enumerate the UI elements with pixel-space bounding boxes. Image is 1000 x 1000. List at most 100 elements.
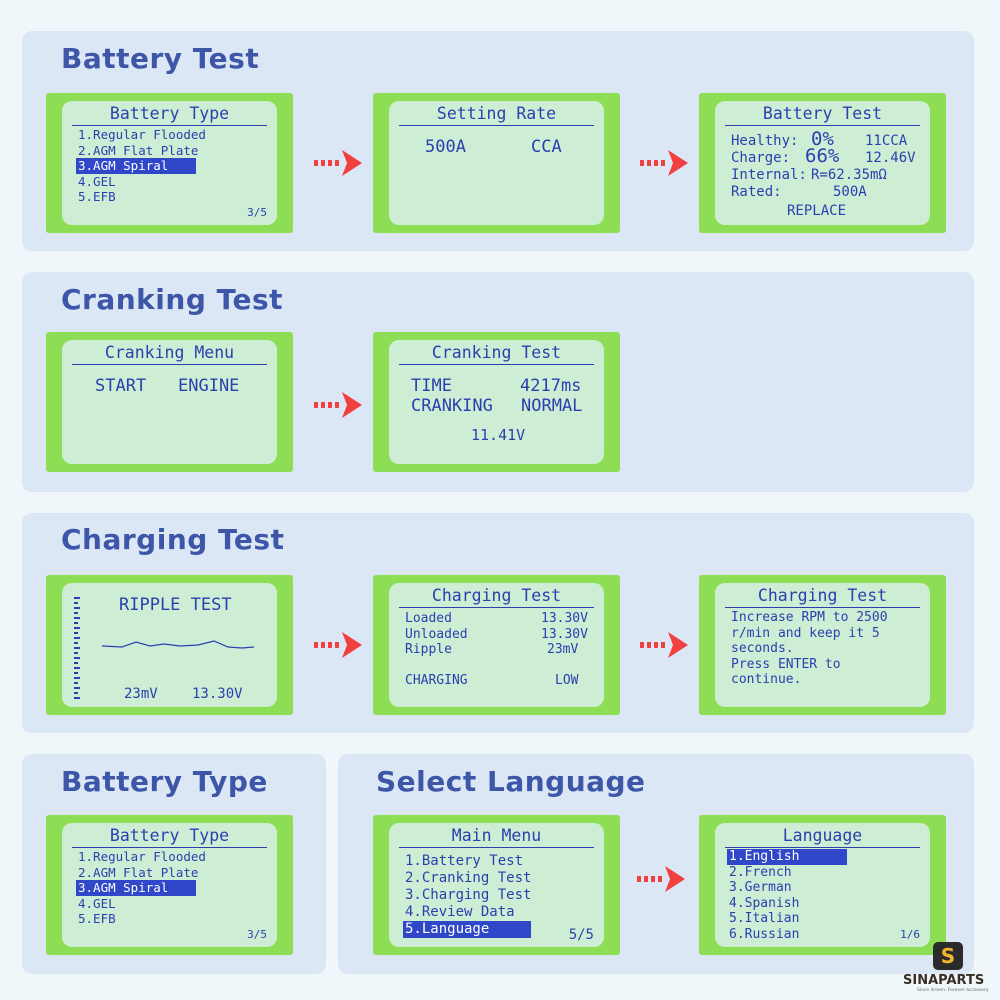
instruction-line: Increase RPM to 2500 <box>731 610 888 625</box>
language-item-english[interactable]: 1.English <box>727 849 847 865</box>
cranking-test-heading: Cranking Test <box>61 283 284 316</box>
battery-type-heading: Battery Type <box>61 765 268 798</box>
setting-rate-screen: Setting Rate 500A CCA <box>373 93 620 233</box>
healthy-value: 0% <box>811 128 834 150</box>
page-indicator: 3/5 <box>247 206 267 219</box>
instruction-line: seconds. <box>731 641 794 656</box>
menu-item-battery-test[interactable]: 1.Battery Test <box>405 853 524 869</box>
screen-title: Battery Type <box>72 104 267 126</box>
rated-value: 500A <box>833 184 867 200</box>
charge-label: Charge: <box>731 150 791 166</box>
ripple-value: 23mV <box>547 642 579 657</box>
screen-title: Battery Type <box>72 826 267 848</box>
language-item-russian[interactable]: 6.Russian <box>729 926 800 942</box>
cranking-voltage: 11.41V <box>471 426 526 444</box>
ripple-waveform <box>102 640 254 649</box>
screen-title: Main Menu <box>399 826 594 848</box>
instruction-line: continue. <box>731 672 802 687</box>
arrow-right-icon <box>637 866 685 892</box>
ripple-test-title: RIPPLE TEST <box>119 595 232 615</box>
select-language-heading: Select Language <box>376 765 646 798</box>
ripple-scale-icon <box>74 597 80 699</box>
start-option[interactable]: START <box>95 376 147 396</box>
screen-title: Cranking Test <box>399 343 594 365</box>
charge-value: 66% <box>805 145 840 167</box>
main-menu-list: 1.Battery Test 2.Cranking Test 3.Chargin… <box>403 853 531 938</box>
instruction-text: Increase RPM to 2500 r/min and keep it 5… <box>731 610 888 688</box>
internal-label: Internal: <box>731 167 807 183</box>
healthy-label: Healthy: <box>731 133 799 149</box>
page-indicator: 5/5 <box>568 927 594 943</box>
main-menu-screen: Main Menu 1.Battery Test 2.Cranking Test… <box>373 815 620 955</box>
screen-title: Language <box>725 826 920 848</box>
arrow-right-icon <box>314 632 362 658</box>
language-screen: Language 1.English 2.French 3.German 4.S… <box>699 815 946 955</box>
charge-voltage: 12.46V <box>865 150 916 166</box>
battery-type-list: 1.Regular Flooded 2.AGM Flat Plate 3.AGM… <box>76 127 206 205</box>
list-item[interactable]: 1.Regular Flooded <box>78 849 206 864</box>
time-value: 4217ms <box>520 376 582 396</box>
internal-resistance: R=62.35mΩ <box>811 167 887 183</box>
logo-icon: S <box>933 942 963 970</box>
logo-tagline: Since driven. Forever accessory <box>917 988 989 993</box>
battery-test-heading: Battery Test <box>61 42 260 75</box>
ripple-value: 23mV <box>124 686 158 702</box>
screen-title: Charging Test <box>725 586 920 608</box>
language-list: 1.English 2.French 3.German 4.Spanish 5.… <box>727 849 847 942</box>
list-item[interactable]: 4.GEL <box>78 173 116 189</box>
language-item-spanish[interactable]: 4.Spanish <box>729 895 800 911</box>
menu-item-review-data[interactable]: 4.Review Data <box>405 904 515 920</box>
list-item[interactable]: 5.EFB <box>78 911 116 926</box>
list-item[interactable]: 2.AGM Flat Plate <box>78 142 199 158</box>
battery-type-list: 1.Regular Flooded 2.AGM Flat Plate 3.AGM… <box>76 849 206 927</box>
rate-unit: CCA <box>531 137 562 157</box>
healthy-cca: 11CCA <box>865 133 908 149</box>
page-indicator: 1/6 <box>900 928 920 941</box>
instruction-line: r/min and keep it 5 <box>731 625 880 641</box>
charging-test-result-screen: Charging Test Loaded 13.30V Unloaded 13.… <box>373 575 620 715</box>
loaded-value: 13.30V <box>541 611 588 626</box>
ripple-test-screen: RIPPLE TEST 23mV 13.30V <box>46 575 293 715</box>
language-item-italian[interactable]: 5.Italian <box>729 911 800 926</box>
list-item-selected[interactable]: 3.AGM Spiral <box>76 880 196 896</box>
rated-label: Rated: <box>731 184 782 200</box>
cranking-value: NORMAL <box>521 396 583 416</box>
battery-type-screen: Battery Type 1.Regular Flooded 2.AGM Fla… <box>46 93 293 233</box>
test-result: REPLACE <box>787 203 847 219</box>
menu-item-charging-test[interactable]: 3.Charging Test <box>405 887 532 903</box>
charging-test-heading: Charging Test <box>61 523 285 556</box>
list-item[interactable]: 1.Regular Flooded <box>78 127 206 142</box>
list-item[interactable]: 2.AGM Flat Plate <box>78 864 199 880</box>
loaded-label: Loaded <box>405 611 452 626</box>
list-item-selected[interactable]: 3.AGM Spiral <box>76 158 196 174</box>
screen-title: Charging Test <box>399 586 594 608</box>
arrow-right-icon <box>640 150 688 176</box>
arrow-right-icon <box>314 150 362 176</box>
unloaded-label: Unloaded <box>405 627 468 642</box>
screen-title: Setting Rate <box>399 104 594 126</box>
cranking-test-result-screen: Cranking Test TIME 4217ms CRANKING NORMA… <box>373 332 620 472</box>
cranking-menu-screen: Cranking Menu START ENGINE <box>46 332 293 472</box>
menu-item-cranking-test[interactable]: 2.Cranking Test <box>405 870 532 886</box>
screen-title: Battery Test <box>725 104 920 126</box>
ripple-voltage: 13.30V <box>192 686 243 702</box>
list-item[interactable]: 4.GEL <box>78 895 116 911</box>
logo-name: SINAPARTS <box>903 973 985 988</box>
menu-item-language[interactable]: 5.Language <box>403 921 531 938</box>
arrow-right-icon <box>640 632 688 658</box>
charging-label: CHARGING <box>405 673 468 688</box>
rate-value: 500A <box>425 137 466 157</box>
instruction-line: Press ENTER to <box>731 656 841 672</box>
language-item-german[interactable]: 3.German <box>729 880 792 895</box>
unloaded-value: 13.30V <box>541 627 588 642</box>
charging-instruction-screen: Charging Test Increase RPM to 2500 r/min… <box>699 575 946 715</box>
charging-value: LOW <box>555 673 579 688</box>
engine-option[interactable]: ENGINE <box>178 376 240 396</box>
list-item[interactable]: 5.EFB <box>78 189 116 204</box>
ripple-label: Ripple <box>405 642 452 657</box>
language-item-french[interactable]: 2.French <box>729 864 792 880</box>
time-label: TIME <box>411 376 452 396</box>
cranking-label: CRANKING <box>411 396 493 416</box>
brand-logo: S SINAPARTS Since driven. Forever access… <box>903 942 993 996</box>
screen-title: Cranking Menu <box>72 343 267 365</box>
